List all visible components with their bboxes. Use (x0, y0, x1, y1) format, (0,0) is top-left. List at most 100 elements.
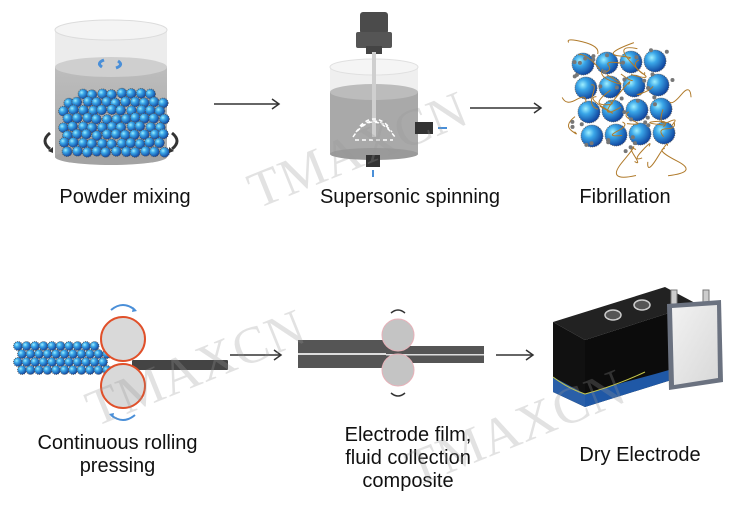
fiber (592, 96, 613, 114)
flow-arrow (214, 98, 281, 110)
binder-dot (652, 102, 657, 107)
particle (47, 357, 57, 367)
particle (571, 52, 595, 76)
particle (106, 89, 117, 100)
particle (51, 365, 61, 375)
particle (21, 357, 32, 367)
particle (135, 87, 147, 99)
binder-dot (605, 53, 610, 58)
particle (138, 129, 150, 140)
particle (72, 341, 83, 351)
particle (129, 146, 141, 158)
roller-rotation-icon (110, 304, 136, 311)
rotate-right-icon (171, 131, 179, 151)
binder-dot (634, 55, 639, 60)
binder-dot (664, 49, 669, 54)
fiber (625, 111, 639, 125)
binder-dot (622, 77, 627, 82)
fiber (568, 116, 577, 135)
particle (85, 365, 95, 375)
particle (25, 349, 36, 359)
fiber (661, 148, 687, 177)
particle (89, 341, 100, 351)
particle (42, 365, 53, 375)
particle (580, 124, 604, 148)
particle (101, 128, 113, 140)
step-label-supersonic-spinning: Supersonic spinning (319, 186, 501, 208)
fiber (636, 143, 651, 160)
rotate-left-icon (43, 131, 51, 151)
binder-dot (572, 60, 577, 65)
particle (58, 136, 70, 148)
particle (90, 113, 102, 125)
fiber (660, 121, 675, 138)
lower-roller (100, 363, 146, 409)
particle (93, 349, 104, 359)
flow-arrow (230, 349, 283, 361)
particle (159, 146, 170, 158)
binder-dot (635, 98, 640, 103)
roller-rotation-icon (390, 309, 406, 314)
particle (30, 357, 40, 367)
particle (577, 100, 601, 124)
particle (59, 349, 70, 359)
particle (67, 121, 79, 132)
fiber (603, 61, 623, 74)
particle (76, 365, 87, 375)
particle (158, 113, 170, 125)
label-line: Continuous rolling (37, 432, 198, 454)
step-label-fibrillation: Fibrillation (579, 186, 671, 208)
binder-dot (650, 72, 655, 77)
terminal-icon (604, 309, 622, 321)
stir-arrow-icon (97, 58, 105, 69)
particle (80, 128, 92, 140)
particle (42, 349, 53, 359)
particle (646, 73, 670, 97)
binder-dot (622, 110, 627, 115)
particle (13, 357, 23, 367)
binder-dot (591, 57, 596, 62)
particle (154, 105, 166, 117)
binder-dot (670, 77, 675, 82)
binder-dot (614, 85, 619, 90)
particle (25, 365, 36, 375)
particle (110, 128, 122, 140)
particle (157, 128, 169, 140)
particle (13, 341, 23, 351)
particle (574, 76, 598, 100)
binder-dot (646, 86, 651, 91)
particle (51, 349, 61, 359)
label-line: composite (362, 470, 454, 492)
fiber (620, 73, 634, 82)
binder-dot (623, 149, 628, 154)
particle (148, 146, 160, 158)
particle (98, 357, 108, 367)
binder-dot (598, 84, 603, 89)
particle (91, 130, 103, 142)
binder-dot (632, 141, 637, 146)
particle (17, 349, 27, 359)
binder-dot (646, 123, 651, 128)
particle (157, 97, 169, 109)
particle (106, 104, 118, 115)
binder-dot (648, 48, 653, 53)
particle (622, 74, 646, 98)
active-material-particles (58, 87, 170, 158)
particle (96, 104, 108, 116)
particle (625, 98, 649, 122)
particle (55, 341, 66, 351)
lower-roller (381, 353, 415, 387)
particle (61, 146, 73, 158)
fiber (578, 54, 601, 70)
particle (125, 137, 137, 149)
particle (148, 96, 160, 108)
binder-dot (630, 135, 635, 140)
particle (628, 122, 652, 146)
binder-dot (629, 117, 634, 122)
terminal-icon (633, 299, 651, 311)
flow-arrow (496, 349, 535, 361)
label-line: fluid collection (345, 447, 471, 469)
binder-dot (579, 122, 584, 127)
binder-dot (583, 56, 588, 61)
particle (144, 136, 155, 148)
